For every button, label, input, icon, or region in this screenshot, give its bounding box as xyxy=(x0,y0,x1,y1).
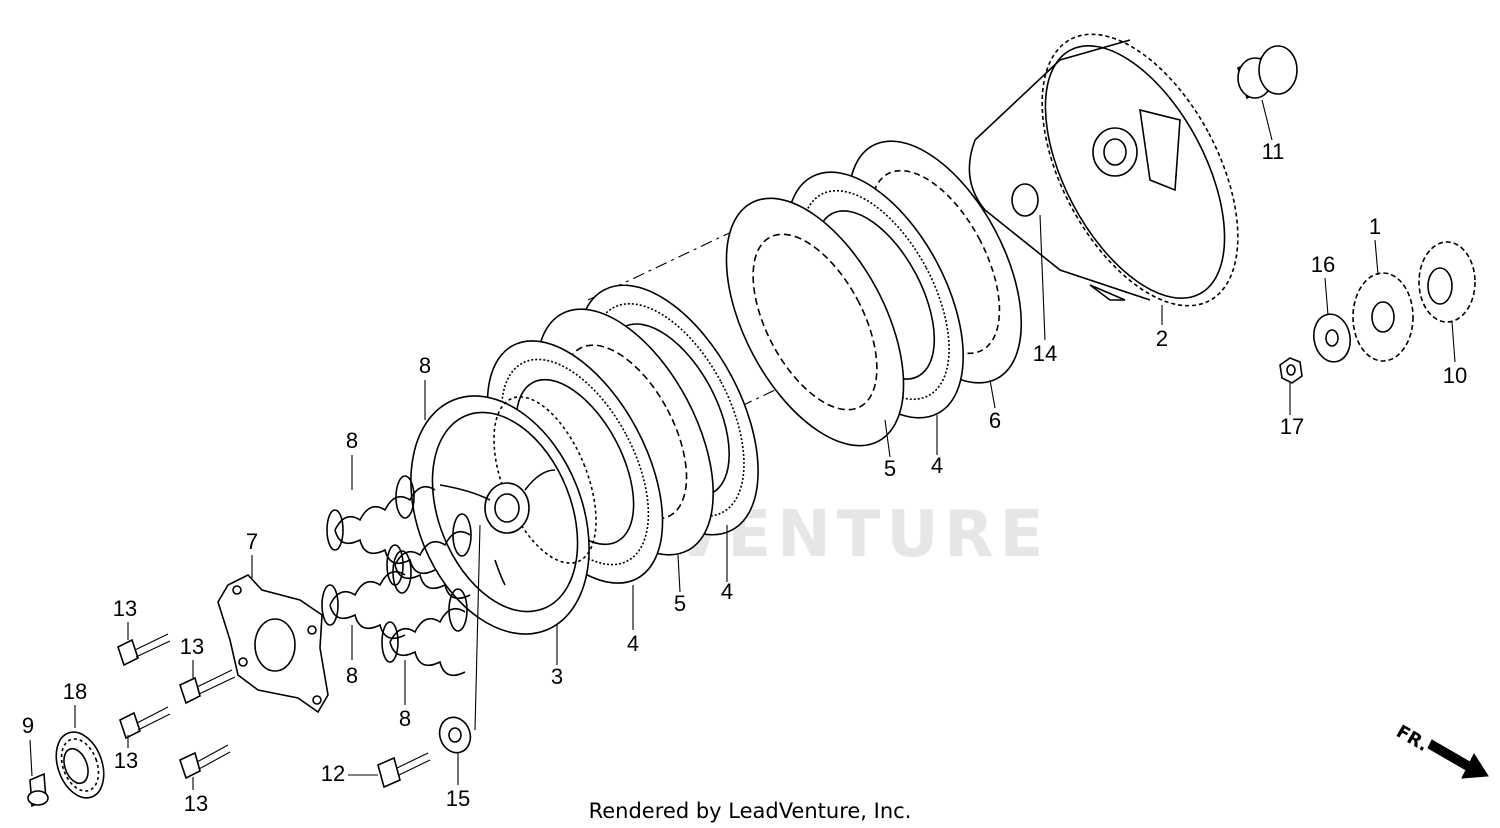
gear-1 xyxy=(1352,272,1414,362)
part-label: 8 xyxy=(419,353,431,378)
part-label: 1 xyxy=(1369,214,1381,239)
clutch-spring-left xyxy=(321,550,412,640)
part-label: 13 xyxy=(114,748,138,773)
part-label: 5 xyxy=(884,456,896,481)
part-label: 8 xyxy=(346,428,358,453)
lifter-plate xyxy=(217,574,329,714)
footer-credit: Rendered by LeadVenture, Inc. xyxy=(589,799,912,823)
front-direction-indicator: FR. xyxy=(1393,721,1489,779)
part-label: 11 xyxy=(1262,139,1285,164)
steel-plate-upper xyxy=(725,197,905,447)
bolt-12 xyxy=(377,752,431,789)
front-direction-arrow-icon xyxy=(1427,739,1489,779)
part-label: 12 xyxy=(321,761,345,786)
part-label: 4 xyxy=(721,579,733,604)
bolt-13-a xyxy=(117,633,171,667)
part-label: 4 xyxy=(931,453,943,478)
bolt-13-d xyxy=(179,744,231,780)
part-label: 2 xyxy=(1156,326,1168,351)
part-label: 10 xyxy=(1443,363,1467,388)
part-label: 13 xyxy=(180,634,204,659)
part-label: 6 xyxy=(989,408,1001,433)
part-label: 17 xyxy=(1280,414,1304,439)
nut-17 xyxy=(1279,357,1303,384)
bolt-13-c xyxy=(119,706,171,740)
part-label: 7 xyxy=(246,529,258,554)
part-label: 13 xyxy=(113,596,137,621)
collar xyxy=(1237,45,1298,100)
gear-10 xyxy=(1418,241,1476,323)
part-label: 15 xyxy=(446,786,470,811)
part-label: 8 xyxy=(399,706,411,731)
part-labels: 1 2 3 4 4 4 4 5 5 5 6 7 8 8 8 8 9 10 11 … xyxy=(22,139,1467,816)
washer-16 xyxy=(1312,313,1352,363)
part-label: 18 xyxy=(63,679,87,704)
lifter-pin xyxy=(27,772,49,808)
part-label: 14 xyxy=(1033,341,1057,366)
part-label: 3 xyxy=(551,664,563,689)
part-label: 9 xyxy=(22,713,34,738)
clutch-spring-bottom xyxy=(381,588,468,677)
part-label: 16 xyxy=(1311,252,1335,277)
part-label: 4 xyxy=(627,631,639,656)
washer-15 xyxy=(438,716,472,754)
pressure-plate xyxy=(410,395,597,635)
leader-lines xyxy=(29,99,1456,790)
bearing xyxy=(55,731,105,799)
front-direction-label: FR. xyxy=(1393,721,1432,756)
bolt-13-b xyxy=(179,669,236,705)
part-label: 8 xyxy=(346,663,358,688)
part-label: 5 xyxy=(674,591,686,616)
clutch-spring-top xyxy=(326,475,436,575)
part-label: 13 xyxy=(184,791,208,816)
